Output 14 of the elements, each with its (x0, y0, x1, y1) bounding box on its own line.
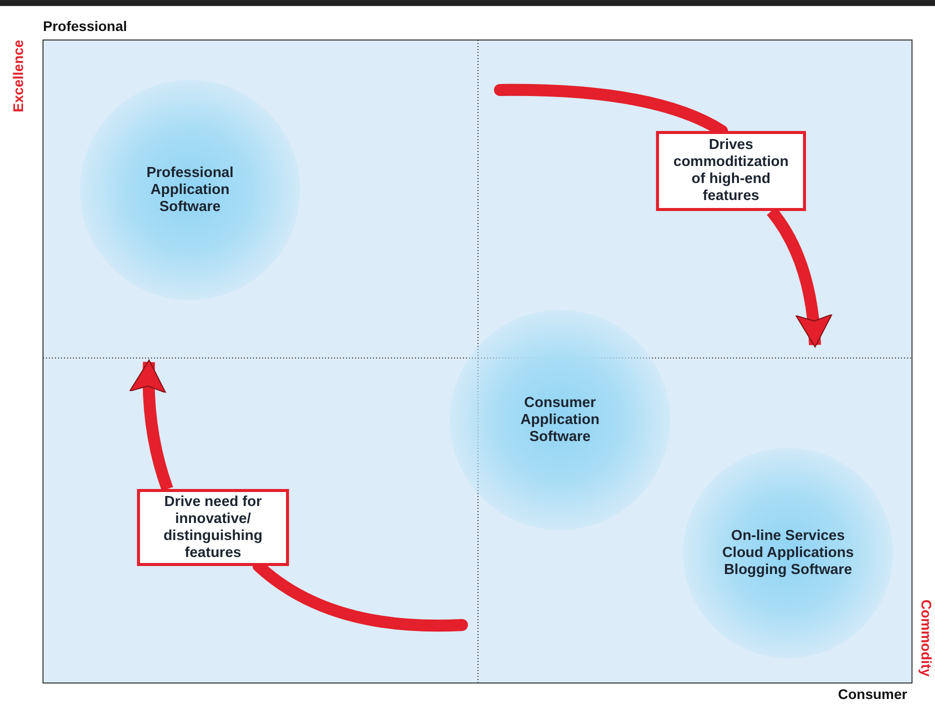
axis-label: Professional (43, 18, 128, 34)
bubble-text: On-line Services (731, 528, 845, 544)
callout-text: Drive need for innovative/ distinguishing features (162, 494, 264, 562)
axis-label: Consumer (838, 686, 908, 702)
bubble-text: Professional Application Software (145, 164, 235, 216)
axis-label: Commodity (918, 600, 934, 676)
bubble-text: Cloud Applications (722, 544, 854, 562)
curved-arrow (130, 360, 174, 491)
callout-box (137, 489, 289, 566)
callout-text: Drives commoditization of high-end features (672, 137, 790, 205)
axis-label: Excellence (10, 40, 26, 112)
bubble-text: Blogging Software (724, 562, 852, 578)
callout-box (656, 131, 806, 211)
bubble-text: Consumer Application Software (520, 394, 600, 446)
